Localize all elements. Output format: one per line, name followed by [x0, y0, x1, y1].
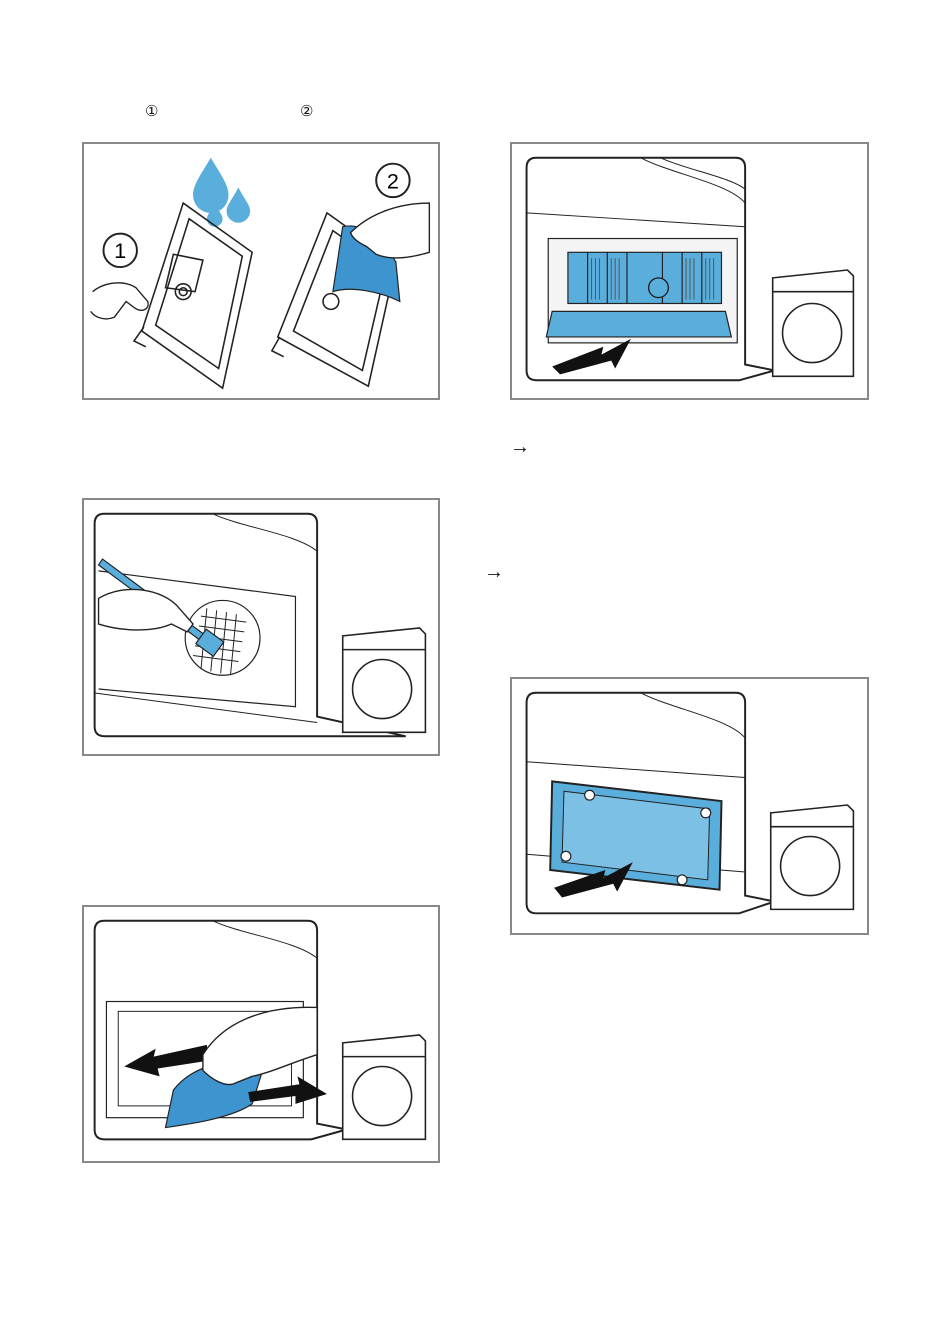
dryer-icon — [343, 628, 426, 732]
hand-icon — [91, 283, 148, 319]
label-step-2: 2 — [387, 168, 399, 193]
figure-insert-cover — [510, 677, 869, 935]
dryer-icon — [771, 805, 854, 909]
dryer-icon — [343, 1035, 426, 1139]
result-arrow-1: → — [510, 437, 530, 457]
dryer-icon — [773, 270, 854, 376]
figure-remove-fluff — [82, 905, 440, 1163]
result-arrow-2: → — [484, 562, 504, 582]
step-marker-1: ① — [145, 104, 158, 119]
figure-filter-wash: 1 2 — [82, 142, 440, 400]
label-step-1: 1 — [114, 238, 126, 263]
figure-insert-filter — [510, 142, 869, 400]
step-marker-2: ② — [300, 104, 313, 119]
figure-brush-cleaning — [82, 498, 440, 756]
